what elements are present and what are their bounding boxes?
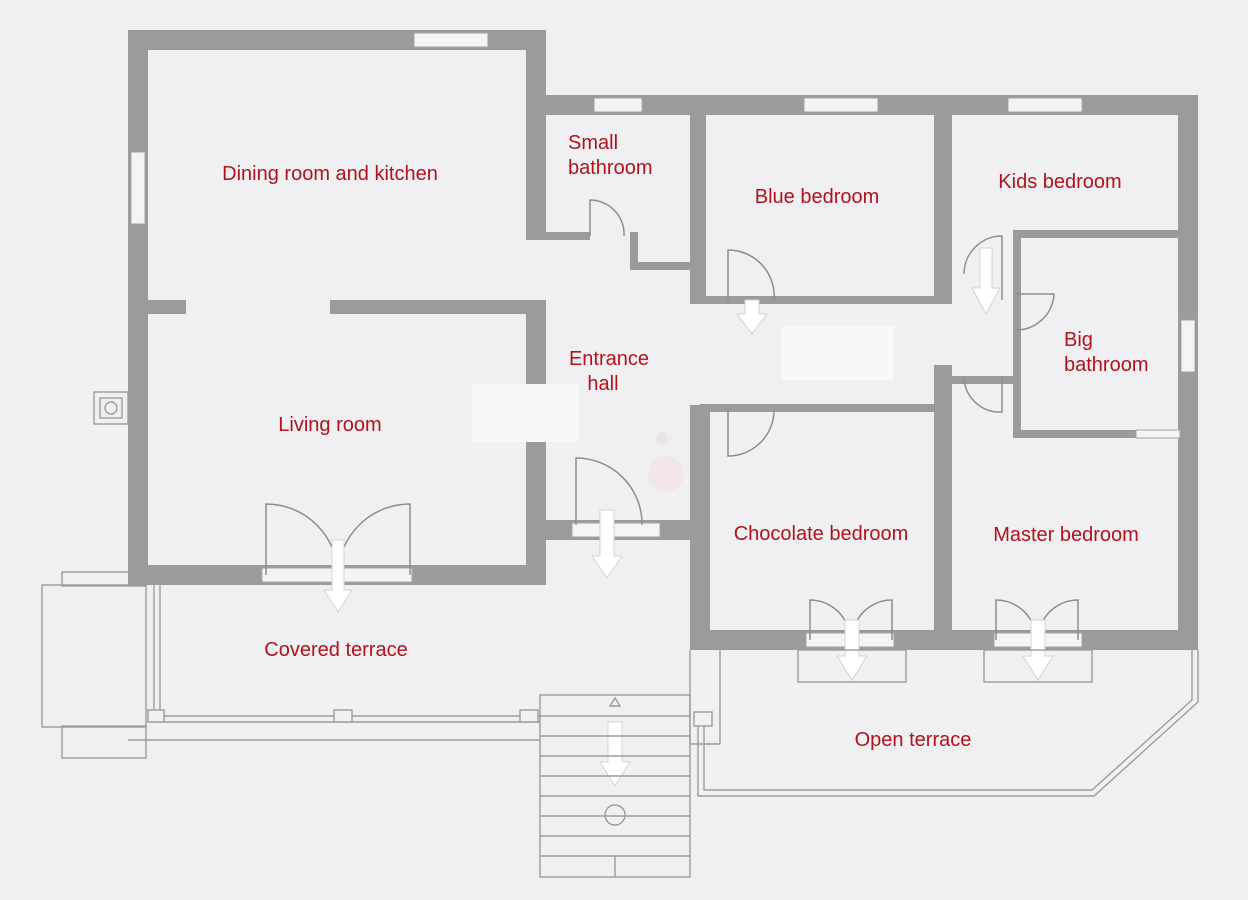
big-bathroom-label-line2: bathroom [1064, 354, 1149, 376]
open-terrace-label: Open terrace [855, 729, 972, 751]
living-room-label: Living room [278, 414, 381, 436]
entrance-hall-label-line2: hall [587, 373, 618, 395]
exterior-walls [128, 30, 1198, 650]
kids-bedroom-label: Kids bedroom [998, 171, 1121, 193]
big-bathroom-label-line1: Big [1064, 329, 1093, 351]
room-labels: Dining room and kitchen Small bathroom B… [222, 132, 1148, 751]
covered-terrace-label: Covered terrace [264, 639, 407, 661]
hall-patches [472, 326, 894, 492]
small-bathroom-label-line1: Small [568, 132, 618, 154]
windows [130, 32, 1196, 648]
chocolate-bedroom-label: Chocolate bedroom [734, 523, 909, 545]
terrace-outlines [41, 391, 1199, 878]
entrance-hall-label-line1: Entrance [569, 348, 649, 370]
blue-bedroom-label: Blue bedroom [755, 186, 880, 208]
dining-kitchen-label: Dining room and kitchen [222, 163, 438, 185]
interior-walls [146, 112, 1198, 635]
small-bathroom-label-line2: bathroom [568, 157, 653, 179]
flow-arrows [323, 247, 1054, 787]
master-bedroom-label: Master bedroom [993, 524, 1139, 546]
